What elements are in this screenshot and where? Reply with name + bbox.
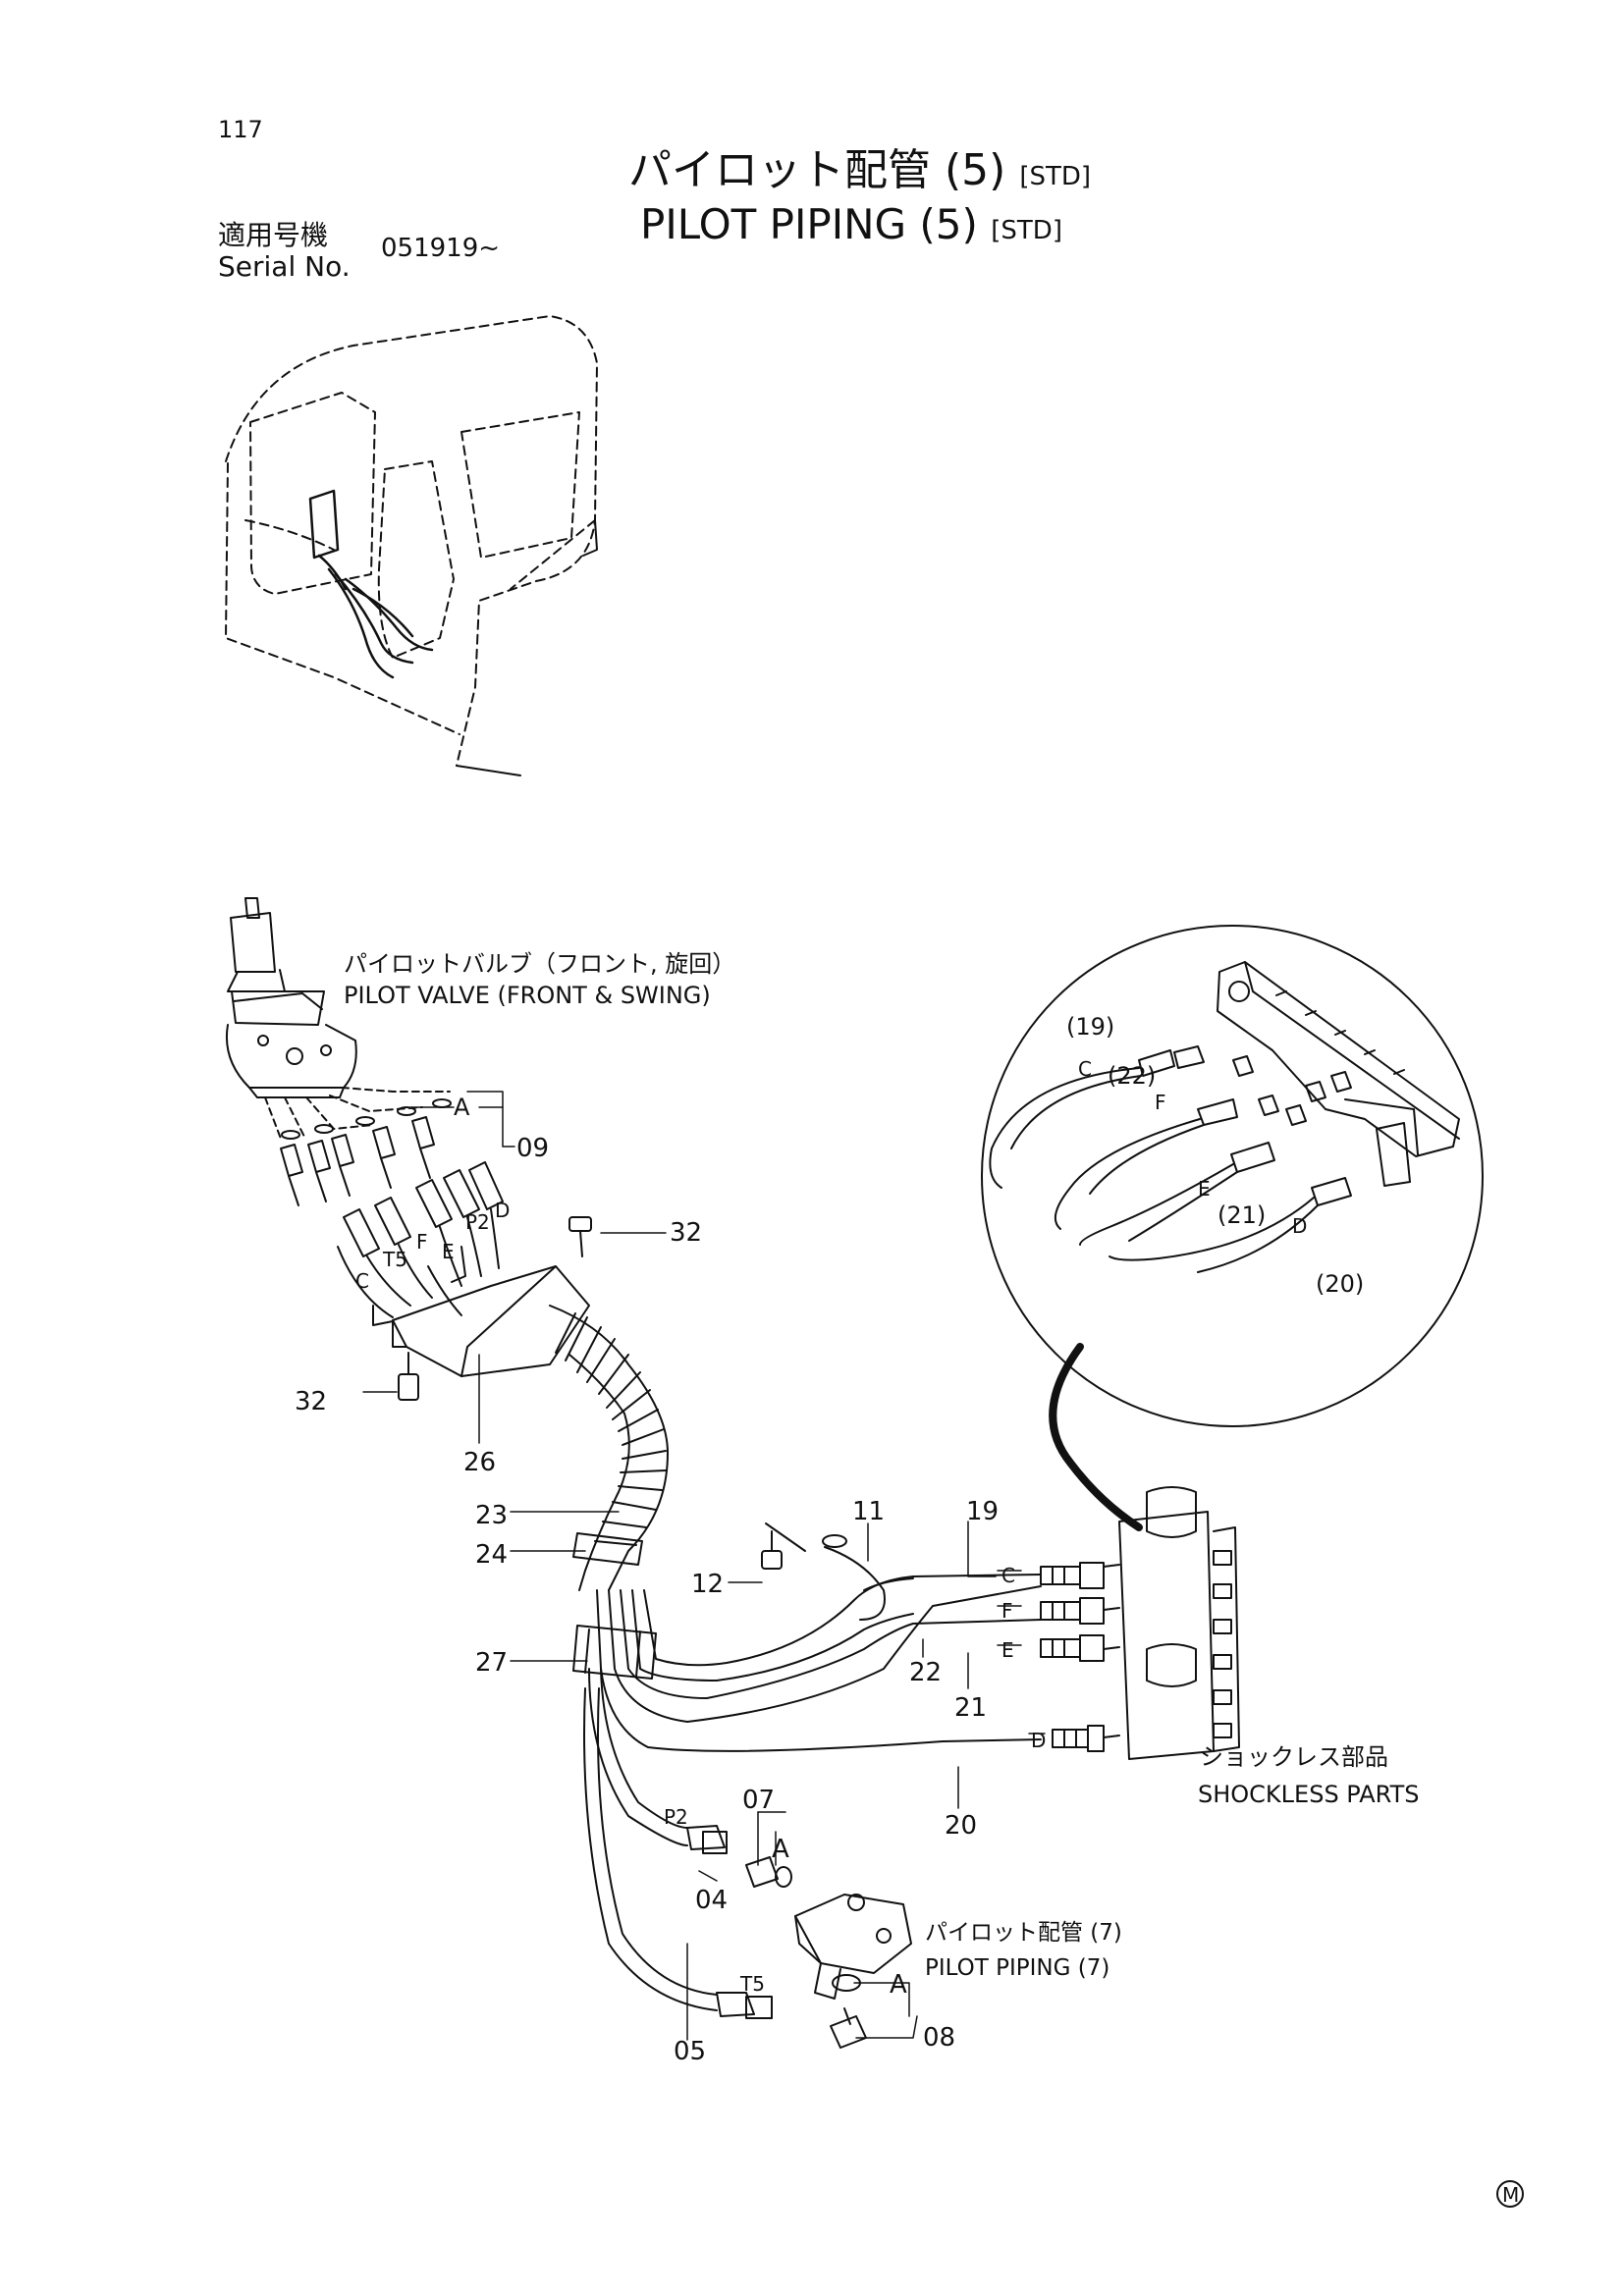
- part-09: 09: [516, 1134, 549, 1163]
- part-07: 07: [742, 1786, 775, 1815]
- shockless-label-en: SHOCKLESS PARTS: [1198, 1781, 1420, 1808]
- hose-end-t5: [716, 1992, 773, 2019]
- fitting-e: [1040, 1634, 1105, 1662]
- title-en-tag: [STD]: [991, 216, 1062, 245]
- port-c-right: C: [1001, 1564, 1015, 1587]
- part-24: 24: [475, 1540, 508, 1570]
- fitting-f: [1040, 1597, 1105, 1625]
- port-a-upper: A: [454, 1094, 470, 1121]
- pilot-valve-label-en: PILOT VALVE (FRONT & SWING): [344, 982, 711, 1009]
- shockless-valve: [1103, 1486, 1240, 1760]
- hose-ends: [337, 1161, 504, 1318]
- part-23: 23: [475, 1501, 508, 1530]
- part-20: 20: [945, 1811, 977, 1841]
- bolt-32-upper: [568, 1216, 592, 1257]
- elbow-08: [830, 2007, 867, 2049]
- fitting-d: [1052, 1725, 1105, 1752]
- footer-mark-letter: M: [1502, 2183, 1519, 2207]
- bolt-12: [761, 1530, 783, 1570]
- pilot-valve-label-jp: パイロットバルブ（フロント, 旋回）: [344, 950, 736, 978]
- pilot-piping7-block: [794, 1894, 912, 2000]
- serial-label-en: Serial No.: [218, 250, 351, 283]
- port-p2-lower: P2: [664, 1805, 688, 1829]
- part-11: 11: [852, 1497, 885, 1526]
- cab-wire-bundle: [308, 489, 434, 679]
- title-jp-text: パイロット配管 (5): [628, 145, 1006, 195]
- port-f-detail: F: [1155, 1091, 1166, 1114]
- port-d-detail: D: [1292, 1214, 1307, 1238]
- hose-bracket: [372, 1246, 590, 1377]
- clamp-24: [572, 1532, 643, 1566]
- port-e-valve: E: [442, 1240, 455, 1263]
- part-26: 26: [463, 1448, 496, 1477]
- page-title-en: PILOT PIPING (5) [STD]: [640, 204, 1062, 245]
- port-e-right: E: [1001, 1638, 1014, 1662]
- port-f-valve: F: [416, 1230, 428, 1254]
- title-en-text: PILOT PIPING (5): [640, 200, 978, 248]
- part-12: 12: [691, 1570, 724, 1599]
- corrugated-tube: [549, 1305, 669, 1591]
- part-32-lower: 32: [295, 1387, 327, 1416]
- part-08: 08: [923, 2023, 955, 2053]
- pilot-valve: [226, 897, 357, 1098]
- port-t5-lower: T5: [739, 1972, 765, 1996]
- part-05: 05: [674, 2037, 706, 2066]
- detail-20: (20): [1316, 1270, 1364, 1298]
- port-d-right: D: [1031, 1729, 1046, 1752]
- port-p2-valve: P2: [465, 1210, 490, 1234]
- page-number: 117: [218, 116, 263, 143]
- clamp-27: [572, 1625, 657, 1680]
- part-21: 21: [954, 1693, 987, 1723]
- pilot-piping7-label-en: PILOT PIPING (7): [925, 1955, 1110, 1981]
- elbow-fittings: [280, 1098, 452, 1206]
- port-d-valve: D: [495, 1199, 510, 1222]
- cab-overview: [225, 315, 598, 767]
- port-a-lower-top: A: [772, 1835, 789, 1864]
- adapter-07: [745, 1856, 792, 1888]
- port-e-detail: E: [1198, 1177, 1211, 1201]
- detail-22: (22): [1108, 1062, 1156, 1090]
- port-c-detail: C: [1078, 1057, 1092, 1081]
- detail-magnifier: [981, 925, 1484, 1531]
- detail-19: (19): [1066, 1013, 1114, 1041]
- pilot-piping7-label-jp: パイロット配管 (7): [925, 1920, 1122, 1946]
- port-t5-valve: T5: [382, 1248, 407, 1271]
- detail-21: (21): [1217, 1201, 1266, 1229]
- hose-end-p2: [686, 1825, 728, 1854]
- title-jp-tag: [STD]: [1019, 162, 1092, 191]
- part-22: 22: [909, 1658, 942, 1687]
- part-27: 27: [475, 1648, 508, 1678]
- fitting-c: [1040, 1562, 1105, 1589]
- bolt-32-lower: [398, 1352, 419, 1401]
- part-19: 19: [966, 1497, 999, 1526]
- serial-value: 051919~: [381, 234, 501, 263]
- port-f-right: F: [1001, 1599, 1013, 1623]
- port-a-lower-bottom: A: [890, 1970, 907, 2000]
- footer-mark: M: [1496, 2180, 1524, 2208]
- serial-label-jp: 適用号機: [218, 219, 329, 251]
- page-title-jp: パイロット配管 (5) [STD]: [628, 149, 1091, 192]
- clamp-11: [765, 1522, 886, 1621]
- part-04: 04: [695, 1886, 728, 1915]
- leader-lines: [362, 1091, 1046, 2041]
- part-32-upper: 32: [670, 1218, 702, 1248]
- port-c-valve: C: [355, 1269, 369, 1293]
- main-hoses: [583, 1574, 1042, 2011]
